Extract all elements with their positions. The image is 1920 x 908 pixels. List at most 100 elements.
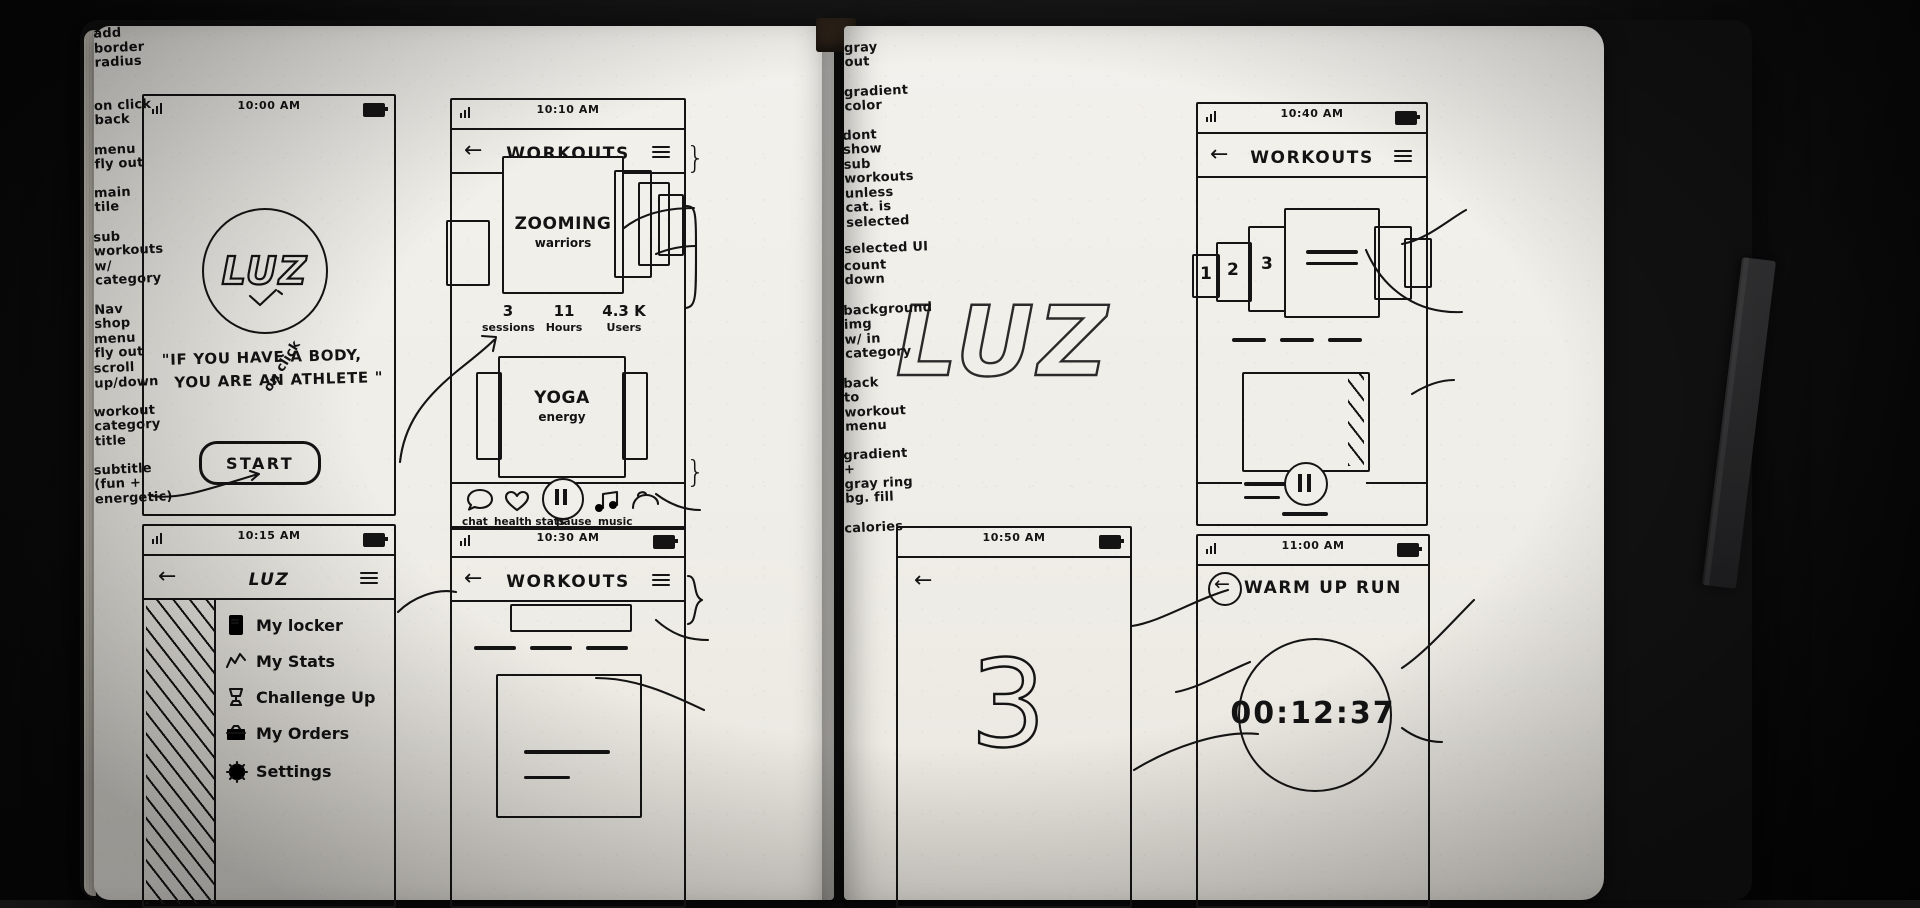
screen-countdown[interactable]: 10:50 AM ← 3 — [896, 526, 1132, 908]
annotation-text: workout category title — [93, 402, 161, 449]
status-time: 11:00 AM — [1281, 539, 1345, 552]
stat-label: Hours — [545, 320, 583, 334]
annotation-onclick-back: on click back — [93, 83, 155, 129]
start-button-label: START — [225, 453, 295, 473]
menu-item-label: My locker — [256, 615, 343, 635]
right-page: LUZ 10:40 AM ← WORKOUTS 1 2 3 — [842, 26, 1604, 908]
pause-button[interactable] — [542, 478, 584, 520]
left-page: 10:00 AM LUZ "IF YOU HAVE A BODY, YOU AR… — [92, 26, 834, 908]
back-arrow-icon[interactable]: ← — [158, 564, 177, 589]
menu-item-label: Settings — [256, 761, 332, 781]
signal-bars-icon — [1206, 111, 1219, 122]
annotation-text: main tile — [93, 184, 132, 216]
signal-bars-icon — [152, 533, 165, 544]
status-divider — [144, 554, 394, 556]
category-line-1 — [474, 646, 516, 650]
menu-item-settings[interactable]: Settings — [225, 760, 332, 784]
hamburger-icon[interactable] — [1394, 150, 1412, 163]
page-edge-stack — [84, 30, 96, 896]
carousel-card-2[interactable]: 2 — [1216, 242, 1252, 302]
carousel-card-1[interactable]: 1 — [1192, 254, 1220, 298]
carousel-active-card[interactable] — [1284, 208, 1380, 318]
menu-item-my-orders[interactable]: My Orders — [225, 722, 350, 744]
battery-icon — [363, 103, 388, 117]
status-time: 10:10 AM — [536, 103, 600, 116]
annotation-text: back to workout menu — [843, 374, 907, 435]
back-arrow-icon[interactable]: ← — [914, 568, 933, 593]
hamburger-icon[interactable] — [652, 146, 670, 159]
status-bar: 10:00 AM — [144, 96, 394, 122]
second-sub-tile-right[interactable] — [622, 372, 648, 460]
screen-workouts-list[interactable]: 10:10 AM ← WORKOUTS ZOOMING warriors 3 s… — [446, 98, 686, 530]
stat-label: Users — [606, 320, 642, 334]
second-workout-tile[interactable]: YOGA energy — [498, 356, 626, 478]
stat-value: 4.3 K — [602, 302, 646, 320]
tab-label-music: music — [598, 516, 633, 528]
start-button[interactable]: START — [199, 441, 321, 485]
status-divider — [1198, 132, 1426, 134]
locker-icon — [226, 614, 246, 636]
workout-preview-tile[interactable] — [496, 674, 642, 818]
main-workout-tile[interactable]: ZOOMING warriors — [502, 156, 624, 294]
annotation-menu-flyout: menu fly out — [93, 126, 165, 173]
back-arrow-icon[interactable]: ← — [1210, 142, 1229, 167]
hamburger-icon[interactable] — [652, 574, 670, 587]
annotation-subtitle: subtitle (fun + energetic) — [93, 446, 173, 507]
screen-side-menu[interactable]: 10:15 AM ← LUZ My locker My Stats — [142, 524, 396, 908]
leader-line-sub-workouts — [654, 244, 698, 256]
menu-item-my-stats[interactable]: My Stats — [225, 650, 335, 672]
back-arrow-icon[interactable]: ← — [464, 138, 483, 163]
sub-workout-tile-b[interactable] — [638, 182, 670, 266]
shop-bag-icon[interactable] — [630, 490, 660, 512]
menu-item-my-locker[interactable]: My locker — [226, 614, 343, 636]
leader-line-shop — [654, 492, 702, 512]
screen-workouts-carousel[interactable]: 10:40 AM ← WORKOUTS 1 2 3 — [1192, 102, 1432, 526]
sub-workout-tile-a[interactable] — [614, 170, 652, 278]
leader-line-calories — [1400, 726, 1444, 744]
annotation-text: count down — [843, 257, 887, 289]
footer-rule-right — [1366, 482, 1426, 484]
workout-title-bar — [524, 750, 610, 754]
annotation-sub-workouts: sub workouts w/ category — [92, 214, 169, 290]
menu-divider — [214, 600, 216, 904]
leader-line-border-radius — [150, 469, 261, 498]
sub-workout-tile-c[interactable] — [658, 194, 684, 256]
back-arrow-icon[interactable]: ← — [464, 566, 483, 591]
annotation-text: gradient color — [843, 81, 909, 115]
status-bar: 11:00 AM — [1198, 536, 1428, 562]
heart-icon[interactable] — [504, 490, 530, 512]
back-circle-arrow-icon[interactable]: ← — [1208, 572, 1242, 606]
sub-workout-tile-left[interactable] — [446, 220, 490, 286]
menu-item-challenge-up[interactable]: Challenge Up — [226, 686, 375, 708]
trophy-icon — [226, 686, 246, 708]
annotation-text: dont show sub workouts unless cat. is se… — [842, 127, 914, 231]
pager-line-2 — [1280, 338, 1314, 342]
status-bar: 10:40 AM — [1198, 104, 1426, 130]
second-sub-tile-left[interactable] — [476, 372, 502, 460]
leader-line-gray-out — [1400, 208, 1468, 246]
tab-label-pause: pause — [556, 516, 592, 528]
hamburger-icon[interactable] — [360, 572, 378, 585]
status-divider — [452, 128, 684, 130]
screen-warm-up-run[interactable]: 11:00 AM ← WARM UP RUN 00:12:37 — [1196, 534, 1430, 908]
annotation-background-img: background img w/ in category — [842, 286, 932, 362]
stat-value: 11 — [553, 302, 575, 320]
status-bar: 10:15 AM — [144, 526, 394, 552]
annotation-text: sub workouts w/ category — [93, 229, 164, 289]
music-note-icon[interactable] — [592, 490, 620, 512]
screen-workout-detail[interactable]: 10:30 AM ← WORKOUTS — [450, 526, 686, 908]
pause-button[interactable] — [1284, 462, 1328, 506]
nav-title: LUZ — [248, 570, 290, 590]
menu-item-label: My Orders — [256, 723, 350, 743]
carousel-card-next[interactable] — [1374, 226, 1412, 300]
second-tile-subtitle: energy — [538, 410, 586, 424]
chat-bubble-icon[interactable] — [466, 488, 494, 512]
leader-line-subtitle — [594, 676, 706, 712]
check-swoosh-icon — [248, 288, 284, 307]
luz-logo-text: LUZ — [221, 248, 309, 294]
signal-bars-icon — [460, 535, 473, 546]
footer-rule-left — [1198, 482, 1242, 484]
workout-card-line-2 — [1244, 496, 1280, 499]
category-chip[interactable] — [510, 604, 632, 632]
screen-splash[interactable]: 10:00 AM LUZ "IF YOU HAVE A BODY, YOU AR… — [142, 94, 396, 516]
